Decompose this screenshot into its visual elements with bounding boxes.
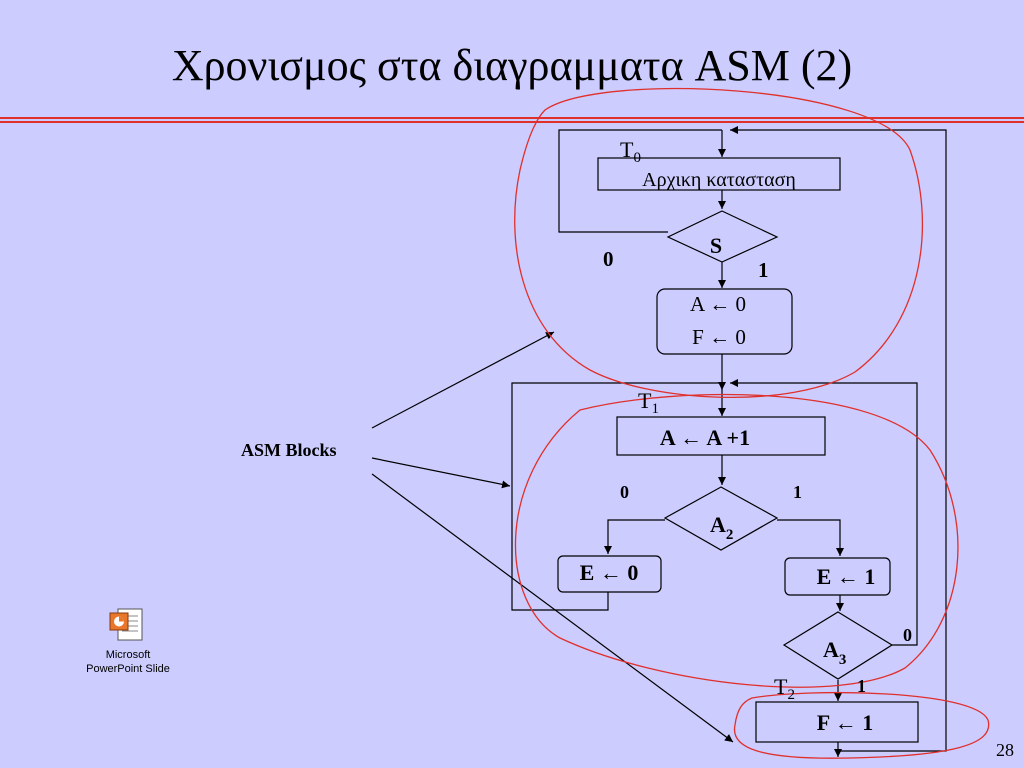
conditional-output-box [656,288,793,355]
page-number: 28 [996,740,1014,760]
t1-block-highlight-circle [514,393,959,688]
title-divider-line [0,121,1024,123]
e-one-label: E ← 1 [817,564,876,589]
e-one-box [784,557,891,596]
svg-text:A3: A3 [823,637,846,668]
svg-text:T2: T2 [774,674,795,703]
caption-line-2: PowerPoint Slide [86,663,170,675]
s-zero-branch-label: 0 [603,247,614,271]
a-reset-label: A ← 0 [690,292,746,316]
s-decision-label: S [710,233,722,258]
a2-zero-branch-label: 0 [620,482,629,502]
initial-state-label: Αρχικη κατασταση [642,169,796,191]
t2-block-highlight-circle [733,691,990,759]
t2-state-label: T [774,674,788,699]
a2-zero-branch-line [604,519,665,554]
embedded-object-caption[interactable]: Microsoft PowerPoint Slide [70,648,186,676]
a3-decision-label: A [823,637,839,662]
s-zero-loop-line [558,129,722,233]
svg-text:A2: A2 [710,512,733,543]
caption-line-1: Microsoft [105,649,151,661]
f-one-box [755,701,919,743]
asm-blocks-label: ASM Blocks [241,440,337,460]
a3-decision-diamond [782,611,894,680]
e-zero-label: E ← 0 [580,560,639,585]
a2-decision-subscript: 2 [726,527,734,543]
f-reset-label: F ← 0 [692,325,746,349]
pointer-arrow [371,457,511,489]
a3-zero-loop-line [730,379,918,646]
a3-zero-branch-label: 0 [903,625,912,645]
a2-decision-diamond [663,486,779,551]
a3-decision-subscript: 3 [839,652,847,668]
s-one-branch-label: 1 [758,258,769,282]
return-to-start-line [730,126,947,752]
e-zero-box [557,555,662,593]
e-zero-loop-line [511,382,722,611]
svg-text:T0: T0 [620,137,641,166]
f-one-label: F ← 1 [817,710,874,735]
slide-title: Χρονισμος στα διαγραμματα ASM (2) [171,41,853,90]
initial-state-box [597,157,841,191]
pointer-arrow [371,331,555,429]
a-increment-box [616,416,826,456]
powerpoint-slide-icon[interactable] [108,608,146,644]
t1-state-label: T [638,388,652,413]
svg-text:T1: T1 [638,388,659,417]
t1-state-subscript: 1 [651,401,659,417]
t0-block-highlight-circle [514,87,923,399]
title-divider-line [0,117,1024,119]
t2-state-subscript: 2 [787,687,795,703]
a2-decision-label: A [710,512,726,537]
t0-state-label: T [620,137,634,162]
a2-one-branch-label: 1 [793,482,802,502]
t0-state-subscript: 0 [633,150,641,166]
a2-one-branch-line [777,519,844,556]
a3-one-branch-label: 1 [857,676,866,696]
pointer-arrow [371,473,734,743]
s-decision-diamond [666,210,779,263]
a-increment-label: A ← A +1 [660,425,750,450]
